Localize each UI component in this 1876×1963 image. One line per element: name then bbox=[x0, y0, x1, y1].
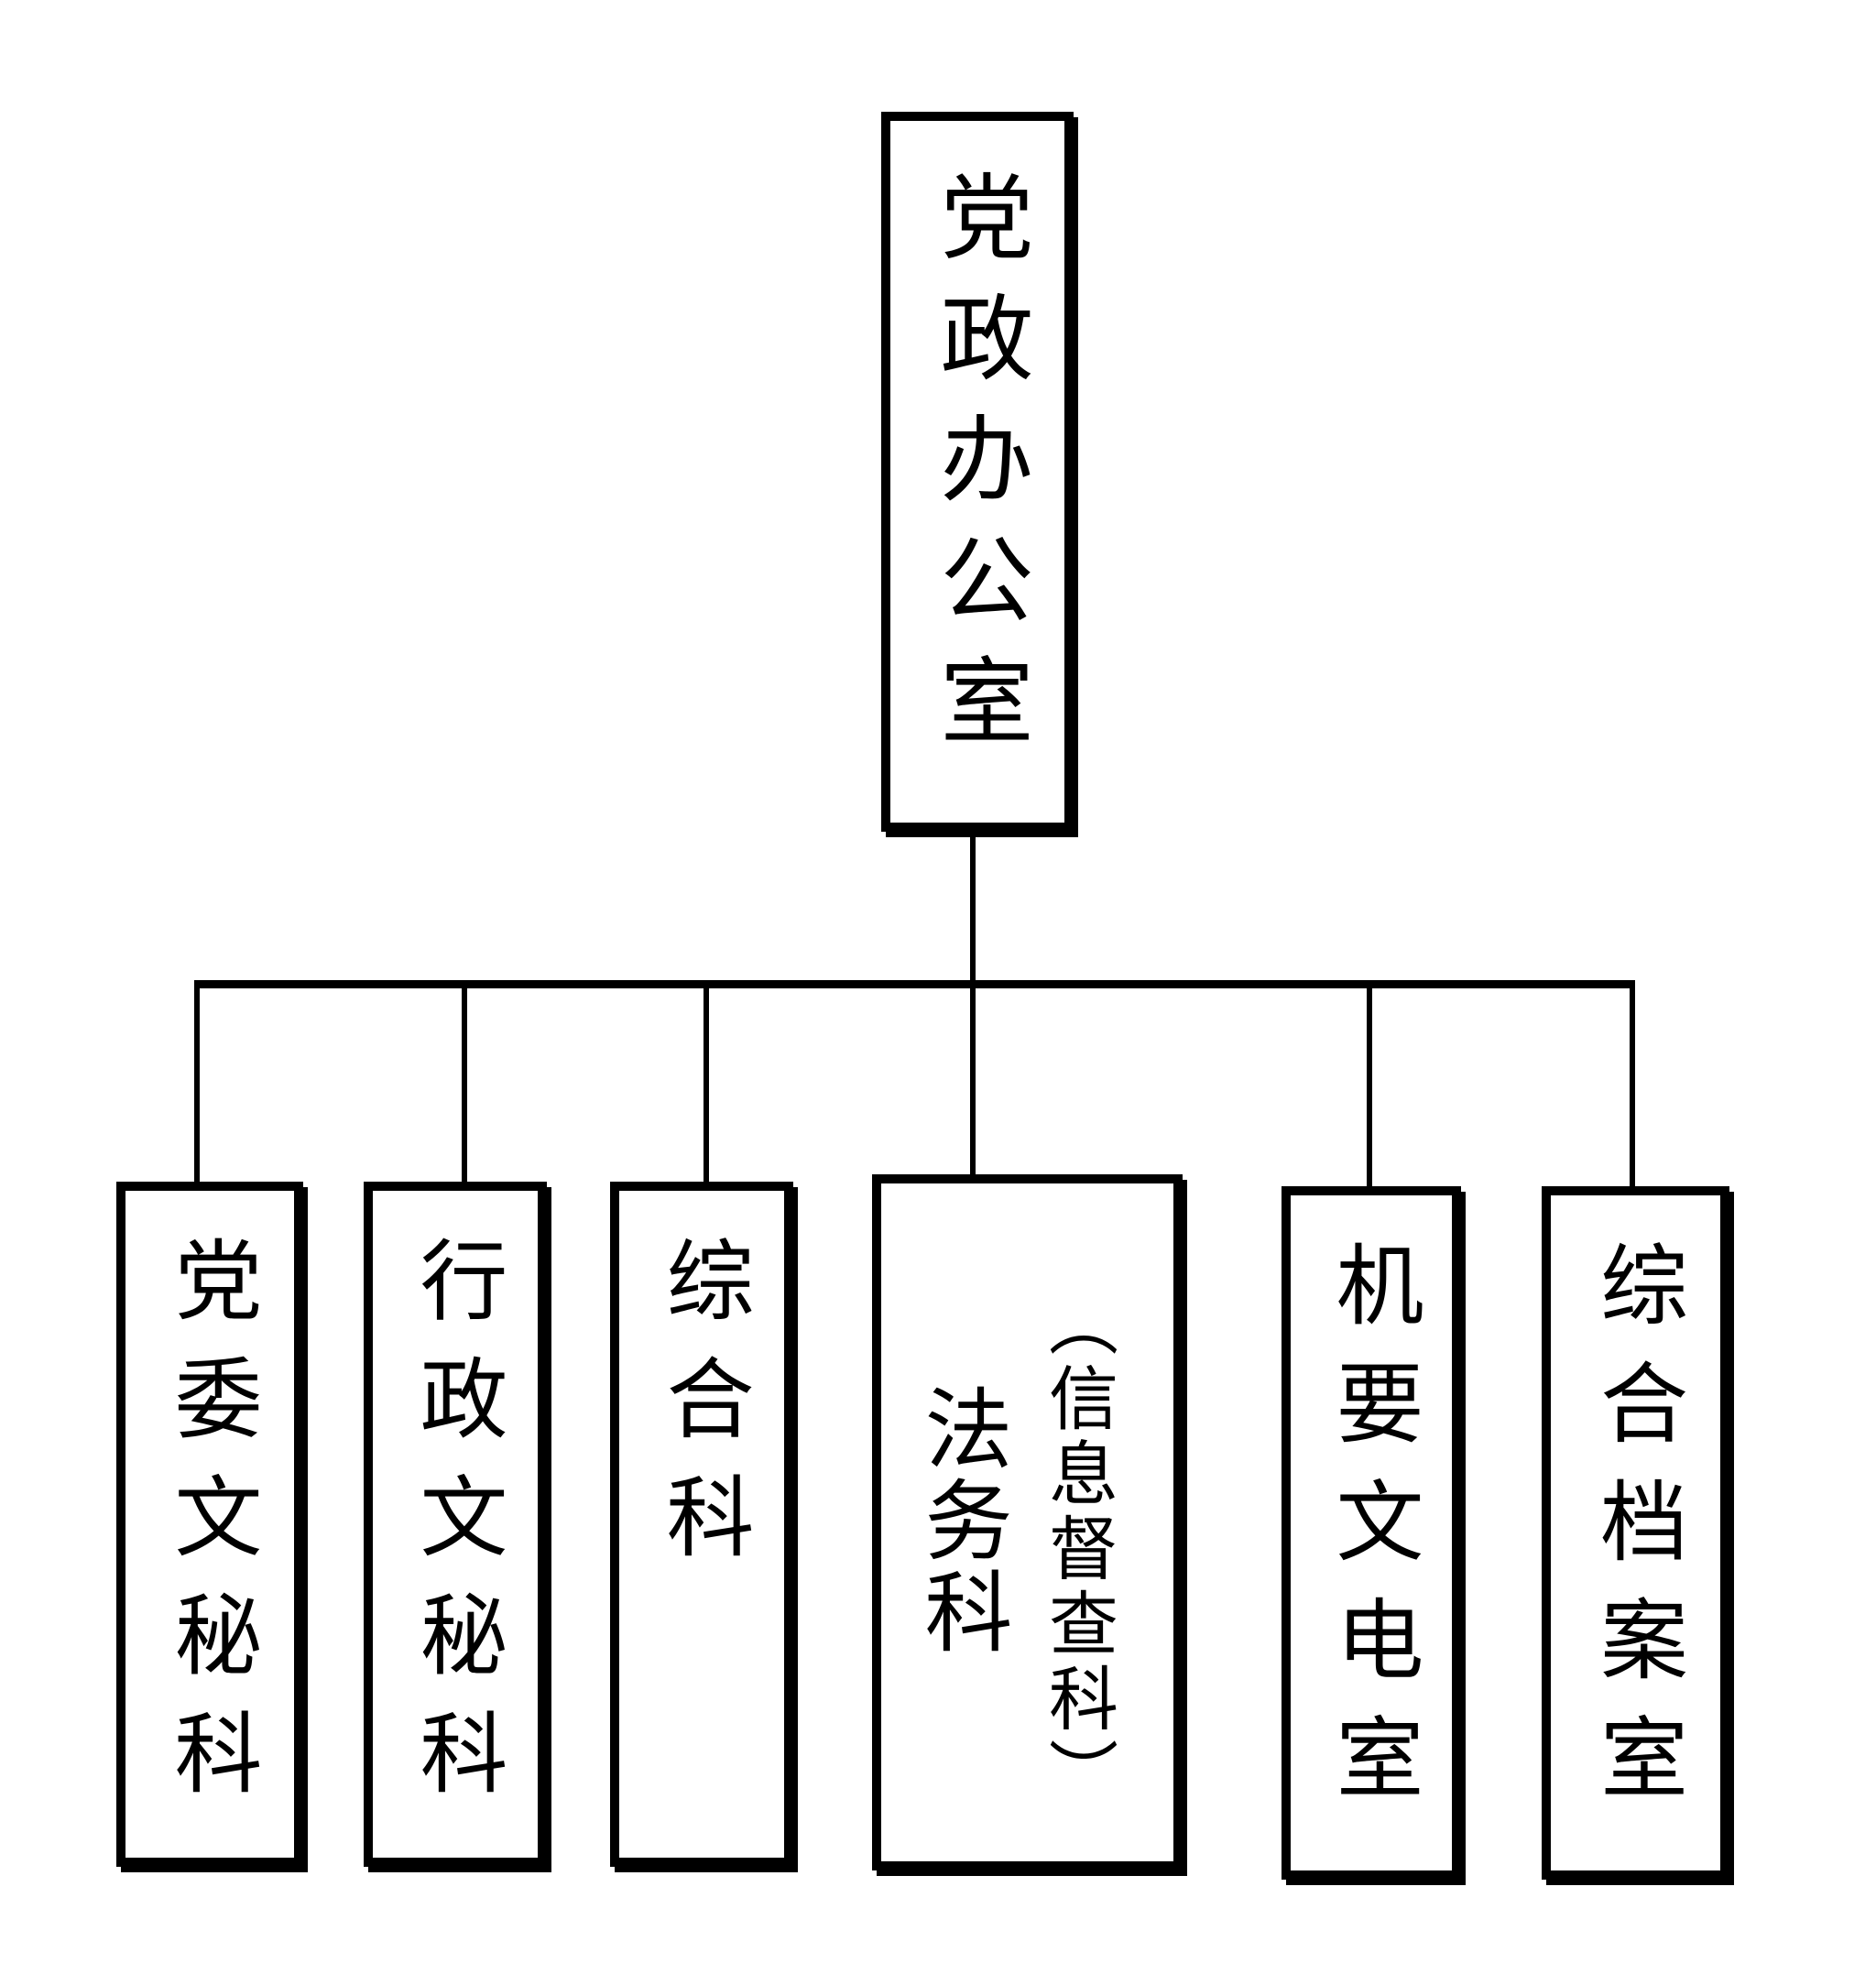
box-label-main: 法务科 bbox=[911, 1383, 1009, 1658]
box-label: 综合档案室 bbox=[1587, 1239, 1685, 1830]
box-label: 党政办公室 bbox=[926, 169, 1030, 773]
connector-drop-3 bbox=[704, 988, 709, 1182]
connector-stem bbox=[970, 832, 976, 982]
connector-drop-1 bbox=[194, 988, 200, 1182]
box-label-annotation: （信息督查科） bbox=[1038, 1287, 1115, 1813]
connector-drop-6 bbox=[1630, 988, 1635, 1186]
box-party-government-office: 党政办公室 bbox=[881, 112, 1074, 832]
connector-drop-2 bbox=[462, 988, 467, 1182]
box-confidential-documents-room: 机要文电室 bbox=[1282, 1186, 1461, 1880]
box-label: 综合科 bbox=[653, 1235, 751, 1589]
box-general-affairs-section: 综合科 bbox=[610, 1182, 793, 1867]
box-general-archives-room: 综合档案室 bbox=[1542, 1186, 1729, 1880]
box-label: 党委文秘科 bbox=[161, 1235, 259, 1826]
connector-drop-4 bbox=[970, 988, 976, 1174]
box-party-committee-secretarial-section: 党委文秘科 bbox=[116, 1182, 303, 1867]
box-label: 行政文秘科 bbox=[407, 1235, 505, 1826]
box-legal-affairs-section: （信息督查科） 法务科 bbox=[872, 1174, 1183, 1870]
connector-drop-5 bbox=[1367, 988, 1372, 1186]
connector-bar bbox=[194, 980, 1635, 988]
box-label: 机要文电室 bbox=[1323, 1239, 1421, 1830]
box-administrative-secretarial-section: 行政文秘科 bbox=[364, 1182, 547, 1867]
